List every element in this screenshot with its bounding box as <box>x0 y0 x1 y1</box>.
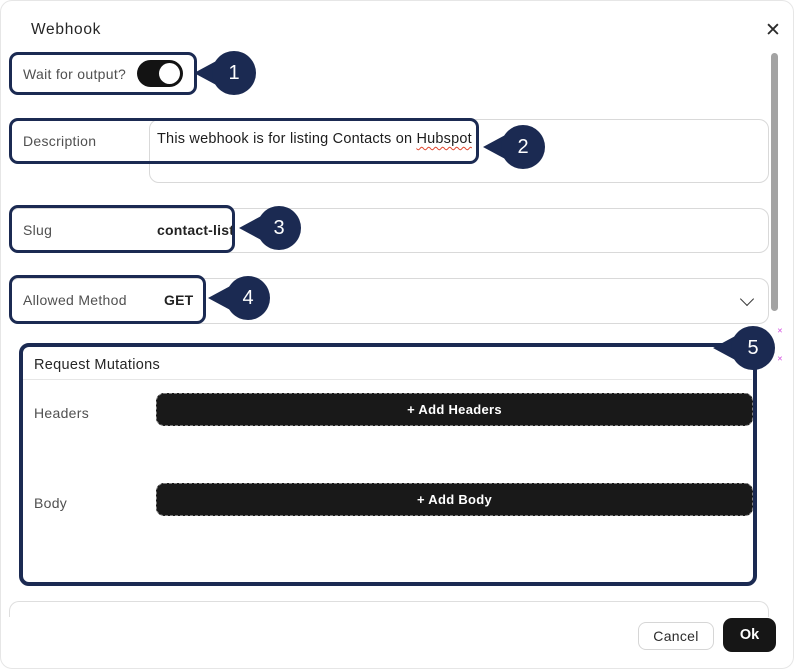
annotation-marker-5: 5 <box>713 326 775 370</box>
dialog-title: Webhook <box>31 21 102 38</box>
allowed-method-value[interactable]: GET <box>164 292 194 308</box>
next-section-partial <box>9 601 769 617</box>
annotation-marker-1: 1 <box>194 51 256 95</box>
slug-label: Slug <box>23 222 53 238</box>
body-label: Body <box>34 495 68 511</box>
allowed-method-label: Allowed Method <box>23 292 127 308</box>
slug-input[interactable] <box>9 208 769 253</box>
toggle-knob <box>159 63 180 84</box>
ok-button[interactable]: Ok <box>723 618 776 652</box>
annotation-marker-3: 3 <box>239 206 301 250</box>
description-value[interactable]: This webhook is for listing Contacts on … <box>157 131 472 147</box>
add-headers-button[interactable]: + Add Headers <box>156 393 753 426</box>
wait-for-output-label: Wait for output? <box>23 66 127 82</box>
add-body-button[interactable]: + Add Body <box>156 483 753 516</box>
divider <box>23 379 752 380</box>
annotation-box-3 <box>9 205 235 253</box>
annotation-handle: ✕ <box>777 356 783 363</box>
cancel-button[interactable]: Cancel <box>638 622 714 650</box>
annotation-marker-2: 2 <box>483 125 545 169</box>
scrollbar-thumb[interactable] <box>771 53 778 311</box>
allowed-method-select[interactable] <box>9 278 769 324</box>
headers-label: Headers <box>34 405 90 421</box>
close-icon[interactable]: ✕ <box>765 19 781 41</box>
request-mutations-panel: Request Mutations Headers + Add Headers … <box>19 343 757 586</box>
wait-for-output-toggle[interactable] <box>137 60 183 87</box>
annotation-box-2 <box>9 118 479 164</box>
annotation-marker-4: 4 <box>208 276 270 320</box>
slug-value[interactable]: contact-list <box>157 222 235 238</box>
annotation-handle: ✕ <box>777 328 783 335</box>
request-mutations-title: Request Mutations <box>34 357 160 373</box>
annotation-box-4 <box>9 275 206 324</box>
annotation-box-1 <box>9 52 197 95</box>
spellcheck-word: Hubspot <box>416 131 472 147</box>
description-label: Description <box>23 133 97 149</box>
